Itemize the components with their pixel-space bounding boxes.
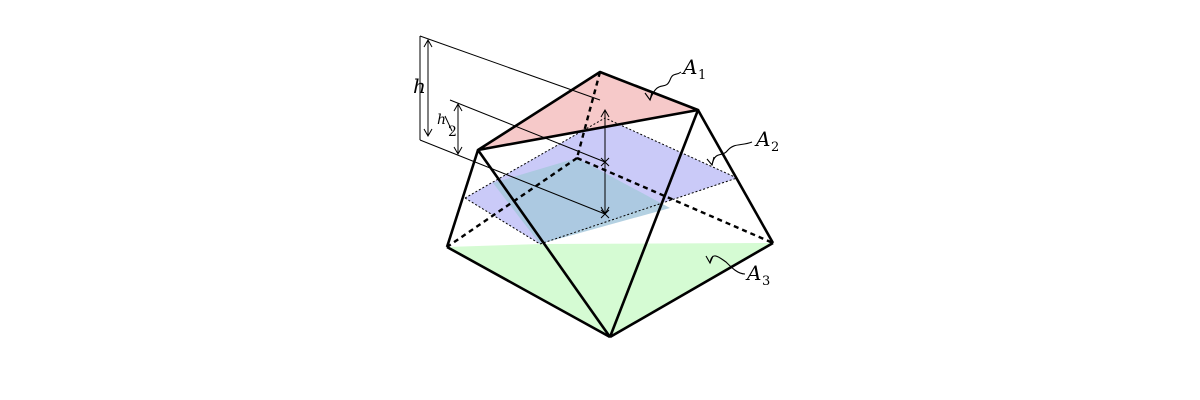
svg-text:2: 2 — [448, 124, 457, 140]
svg-text:2: 2 — [771, 140, 779, 155]
mid-section-outline-lower — [464, 177, 738, 245]
visible-edges — [445, 70, 775, 339]
label-a3: A 3 — [745, 261, 770, 289]
height-arrow-h — [423, 38, 433, 138]
svg-text:A: A — [754, 127, 770, 151]
height-arrow-half-h — [453, 102, 463, 156]
bottom-face-a3 — [447, 243, 773, 337]
svg-text:A: A — [681, 55, 697, 79]
svg-text:1: 1 — [698, 68, 706, 83]
label-a2: A 2 — [754, 127, 779, 155]
label-h: h — [413, 74, 426, 98]
svg-text:3: 3 — [762, 274, 770, 289]
label-half-h: h 2 — [437, 112, 457, 140]
svg-text:h: h — [437, 112, 446, 128]
label-a1: A 1 — [681, 55, 706, 83]
svg-text:A: A — [745, 261, 761, 285]
overlap-region — [493, 158, 670, 244]
projection-lines — [419, 35, 606, 215]
hidden-edge-1 — [575, 71, 602, 159]
top-face-a1 — [478, 72, 698, 150]
inner-height-marker — [600, 108, 610, 219]
leader-arrowheads — [644, 91, 715, 265]
